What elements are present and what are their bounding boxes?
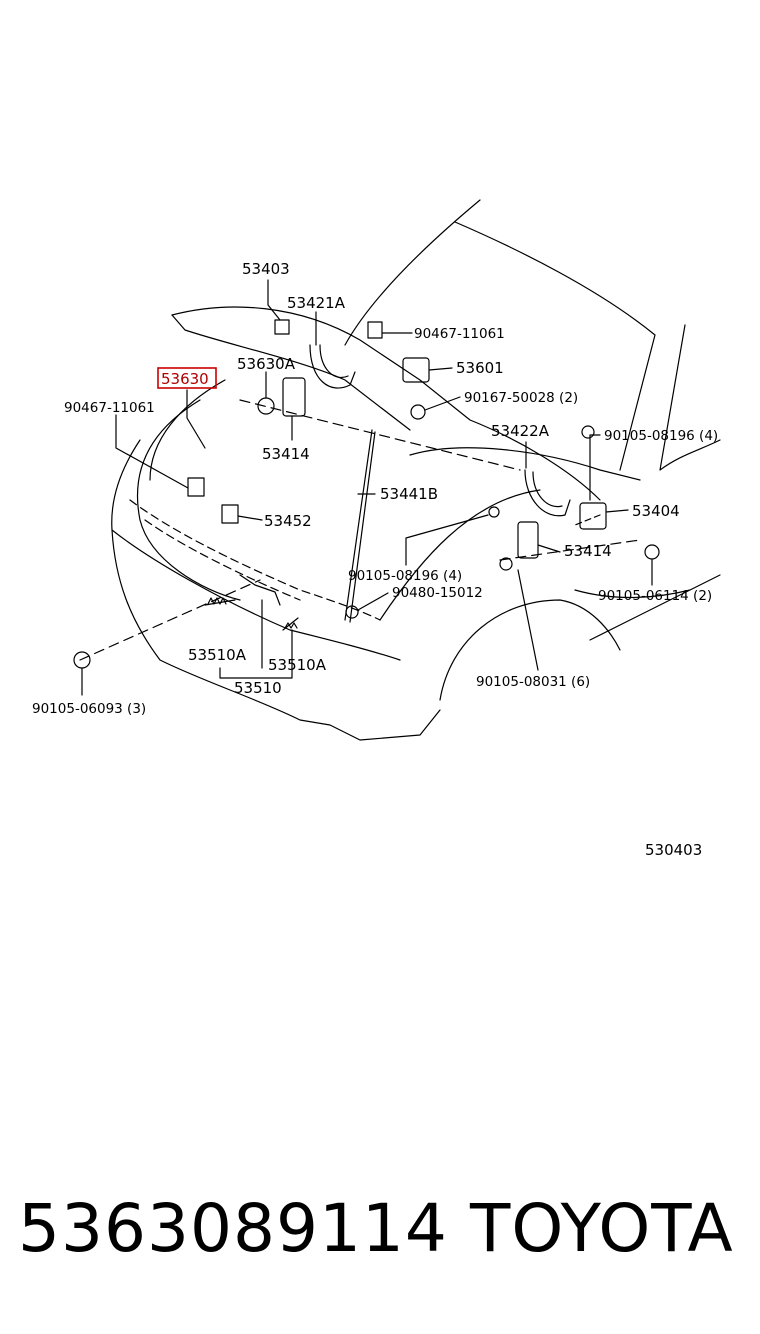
clip-53403 [274, 319, 290, 335]
wheel-arch [439, 599, 621, 701]
clip-left [187, 477, 205, 497]
hood-outline [171, 306, 601, 501]
leader-53403 [267, 279, 281, 321]
bolt-head-08196-mid [488, 506, 500, 518]
bracket-53414-left [282, 377, 306, 417]
leader-90480 [357, 592, 389, 611]
label-53452: 53452 [264, 512, 312, 530]
brand-name: TOYOTA [470, 1190, 734, 1267]
leader-90167 [424, 396, 461, 411]
hood-support-rod [344, 429, 373, 621]
hood-support-rod-2 [349, 431, 376, 623]
label-90105-06114: 90105-06114 (2) [598, 588, 712, 604]
grommet-53630A [257, 397, 275, 415]
label-53403: 53403 [242, 260, 290, 278]
hood-cable [136, 399, 241, 601]
leader-53414-right [537, 544, 561, 553]
leader-53404 [605, 509, 629, 513]
label-53421A: 53421A [287, 294, 346, 312]
label-90467-11061-left: 90467-11061 [64, 400, 155, 416]
label-90105-06093: 90105-06093 (3) [32, 701, 146, 717]
guide-line-1 [79, 579, 261, 661]
washer-90167 [410, 404, 426, 420]
latch-53404 [579, 502, 607, 530]
leader-08196-mid [405, 514, 489, 566]
leader-08196-right [589, 434, 601, 501]
bolt-head-08196-right [581, 425, 595, 439]
spring-53510A [204, 599, 299, 631]
grille-line-1 [129, 499, 381, 621]
label-53422A: 53422A [491, 422, 550, 440]
clip-53452 [221, 504, 239, 524]
leader-53601 [428, 367, 453, 371]
label-53510A-right: 53510A [268, 656, 327, 674]
leader-08031 [517, 569, 539, 671]
label-90105-08031: 90105-08031 (6) [476, 674, 590, 690]
clip-top-right [367, 321, 383, 339]
right-fender [379, 489, 721, 641]
label-53510A-left: 53510A [188, 646, 247, 664]
label-53601: 53601 [456, 359, 504, 377]
label-90480-15012: 90480-15012 [392, 585, 483, 601]
spring-coils [207, 597, 298, 629]
highlight-box-53630 [157, 367, 217, 389]
leader-53630 [186, 389, 206, 449]
label-90467-11061-top: 90467-11061 [414, 326, 505, 342]
guide-line-3 [499, 539, 641, 561]
bolt-head-08031 [499, 557, 513, 571]
label-90167-50028: 90167-50028 (2) [464, 390, 578, 406]
label-53414-mid: 53414 [262, 445, 310, 463]
leader-53510 [219, 599, 293, 679]
hinge-right [524, 469, 571, 517]
bumper-lower [111, 529, 401, 661]
leader-53452 [237, 515, 263, 521]
windshield [344, 199, 721, 471]
bracket-53414-right [517, 521, 539, 559]
bolt-head-06093 [73, 651, 91, 669]
label-53630A: 53630A [237, 355, 296, 373]
footer: 5363089114 TOYOTA [18, 1190, 748, 1280]
label-53441B: 53441B [380, 485, 438, 503]
label-90105-08196-mid: 90105-08196 (4) [348, 568, 462, 584]
cowl-line [409, 447, 641, 481]
diagram-code: 530403 [645, 841, 702, 859]
part-number: 5363089114 [18, 1190, 448, 1267]
left-body-panel [111, 439, 441, 741]
bolt-head-06114 [644, 544, 660, 560]
label-53630-highlighted[interactable]: 53630 [161, 370, 209, 388]
leader-90467-left [115, 414, 189, 489]
grille-line-2 [144, 519, 301, 601]
label-53510: 53510 [234, 679, 282, 697]
label-90105-08196-right: 90105-08196 (4) [604, 428, 718, 444]
label-53414-right: 53414 [564, 542, 612, 560]
clamp-90480 [345, 605, 359, 619]
latch-53601 [402, 357, 430, 383]
guide-line-2 [239, 399, 521, 471]
label-53404: 53404 [632, 502, 680, 520]
hinge-left [309, 344, 356, 389]
hood-lock-assy [239, 574, 281, 606]
guide-line-4 [574, 514, 601, 526]
